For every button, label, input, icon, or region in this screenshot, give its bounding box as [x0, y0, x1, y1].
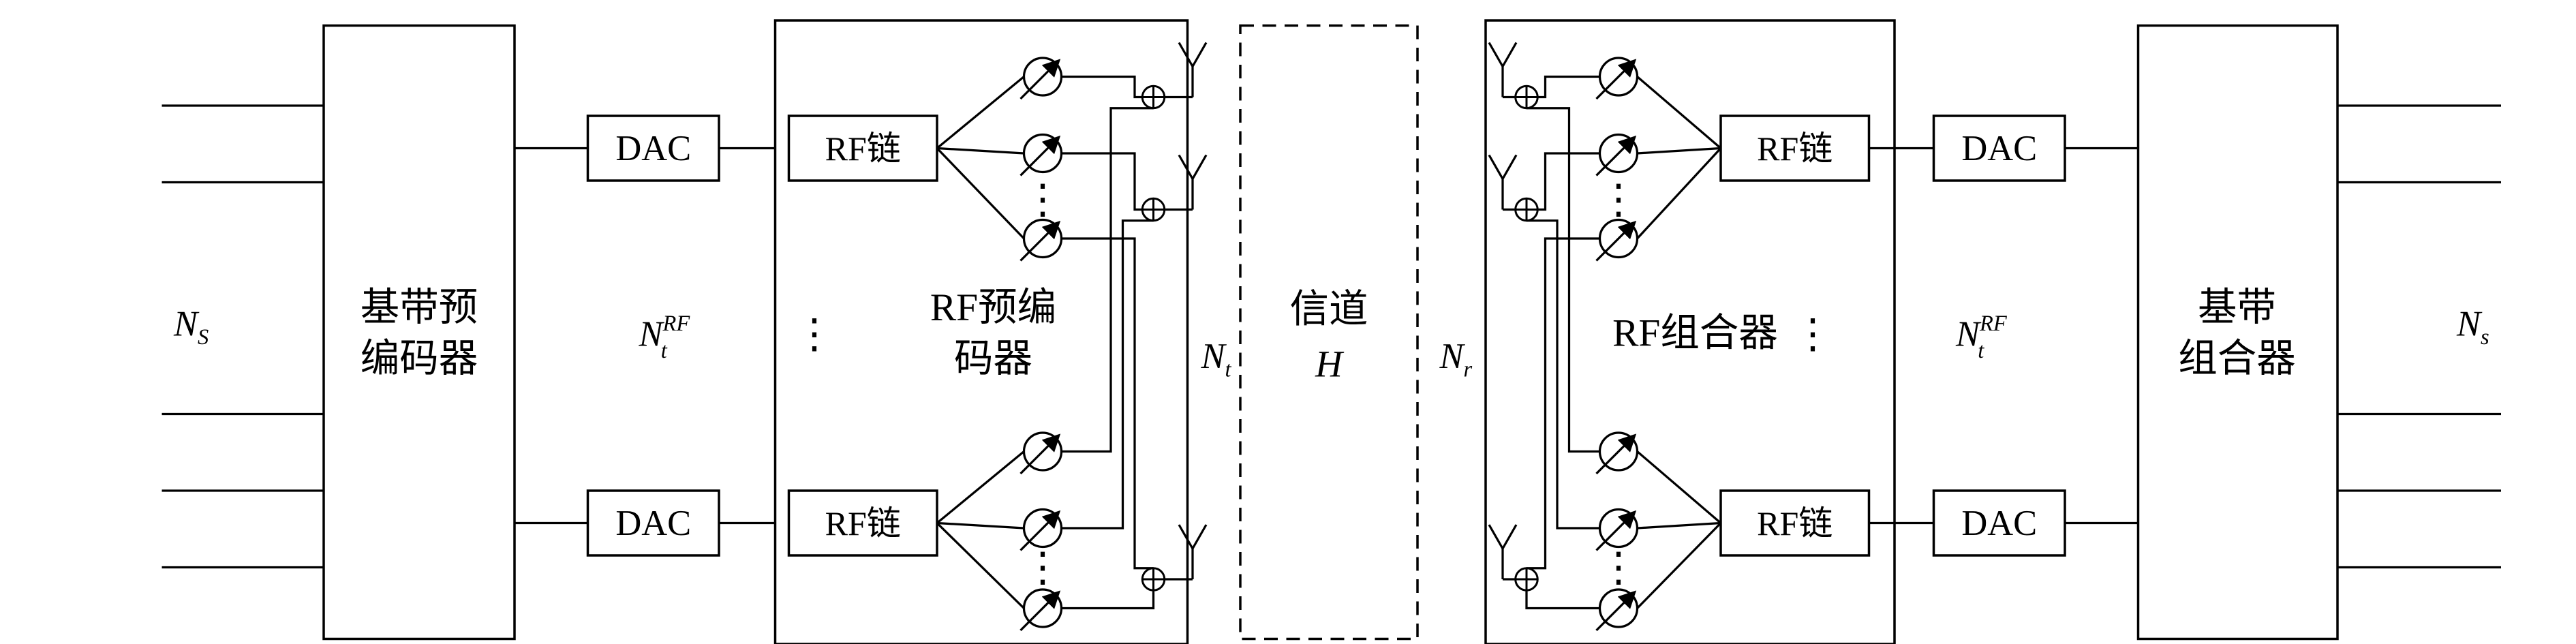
signal-line	[1061, 75, 1143, 99]
vertical-dots: ⋮	[1022, 176, 1063, 224]
vertical-dots: ⋮	[1792, 310, 1833, 358]
rf-chain-label: RF链	[1757, 504, 1833, 542]
nt-label: Nt	[1201, 337, 1232, 382]
nr-label: Nr	[1439, 337, 1473, 382]
signal-line	[1061, 152, 1143, 211]
tx-fan-lines	[936, 76, 1025, 609]
rf-chain-box-tx-bottom	[787, 489, 938, 557]
summation-node-icon	[1514, 85, 1539, 110]
channel-label-line1: 信道	[1290, 288, 1368, 331]
rf-combiner-label: RF组合器	[1612, 312, 1778, 355]
channel-block	[1239, 24, 1419, 641]
baseband-precoder-label-line2: 编码器	[361, 337, 478, 380]
rx-distribution-wires	[1525, 75, 1600, 610]
baseband-precoder-label-line1: 基带预	[361, 286, 478, 329]
rf-chain-label: RF链	[1757, 129, 1833, 168]
signal-line	[1636, 450, 1722, 524]
ns-input-label: NS	[173, 305, 209, 350]
signal-line	[1061, 237, 1154, 570]
dac-label: DAC	[615, 504, 691, 543]
signal-line	[1061, 590, 1155, 610]
summation-node-icon	[1141, 85, 1166, 110]
baseband-combiner-block	[2136, 24, 2339, 641]
signal-line	[1637, 147, 1721, 155]
input-stream-lines	[162, 104, 324, 569]
dac-box-rx-bottom	[1932, 489, 2066, 557]
dac-box-tx-bottom	[586, 489, 720, 557]
rx-fan-lines	[1636, 76, 1722, 609]
summation-node-icon	[1514, 567, 1539, 592]
signal-line	[936, 147, 1024, 155]
rf-precoder-label-line1: RF预编	[930, 286, 1056, 329]
signal-line	[1636, 522, 1722, 609]
rf-precoder-label-line2: 码器	[954, 337, 1032, 380]
rf-chain-box-tx-top	[787, 114, 938, 182]
rf-chain-box-rx-bottom	[1719, 489, 1871, 557]
dac-label: DAC	[1961, 129, 2037, 168]
signal-line	[1061, 219, 1154, 530]
vertical-dots: ⋮	[1022, 544, 1063, 592]
signal-line	[1537, 75, 1600, 99]
signal-line	[1537, 152, 1600, 211]
signal-line	[1637, 521, 1721, 530]
signal-line	[1527, 219, 1600, 530]
baseband-precoder-block	[322, 24, 516, 641]
signal-line	[936, 76, 1025, 149]
ns-output-label: Ns	[2456, 305, 2489, 350]
summation-node-icon	[1141, 567, 1166, 592]
signal-line	[1061, 107, 1154, 453]
signal-line	[936, 450, 1025, 524]
tx-combining-wires	[1061, 75, 1155, 610]
signal-line	[936, 521, 1024, 530]
signal-line	[1527, 107, 1600, 453]
signal-line	[936, 522, 1025, 609]
signal-line	[1636, 147, 1722, 240]
baseband-combiner-label-line2: 组合器	[2178, 337, 2296, 380]
dac-label: DAC	[615, 129, 691, 168]
rf-chain-label: RF链	[825, 129, 901, 168]
signal-line	[1525, 590, 1600, 610]
signal-line	[1636, 76, 1722, 149]
rf-chain-label: RF链	[825, 504, 901, 542]
output-stream-lines	[2337, 104, 2501, 569]
summation-node-icon	[1514, 197, 1539, 222]
signal-line	[936, 147, 1025, 240]
channel-matrix-label: H	[1315, 343, 1345, 385]
dac-label: DAC	[1961, 504, 2037, 543]
baseband-combiner-label-line1: 基带	[2198, 286, 2276, 329]
vertical-dots: ⋮	[1598, 176, 1639, 224]
rf-chain-box-rx-top	[1719, 114, 1871, 182]
vertical-dots: ⋮	[1598, 544, 1639, 592]
vertical-dots: ⋮	[794, 310, 835, 358]
summation-node-icon	[1141, 197, 1166, 222]
signal-line	[1527, 237, 1600, 570]
